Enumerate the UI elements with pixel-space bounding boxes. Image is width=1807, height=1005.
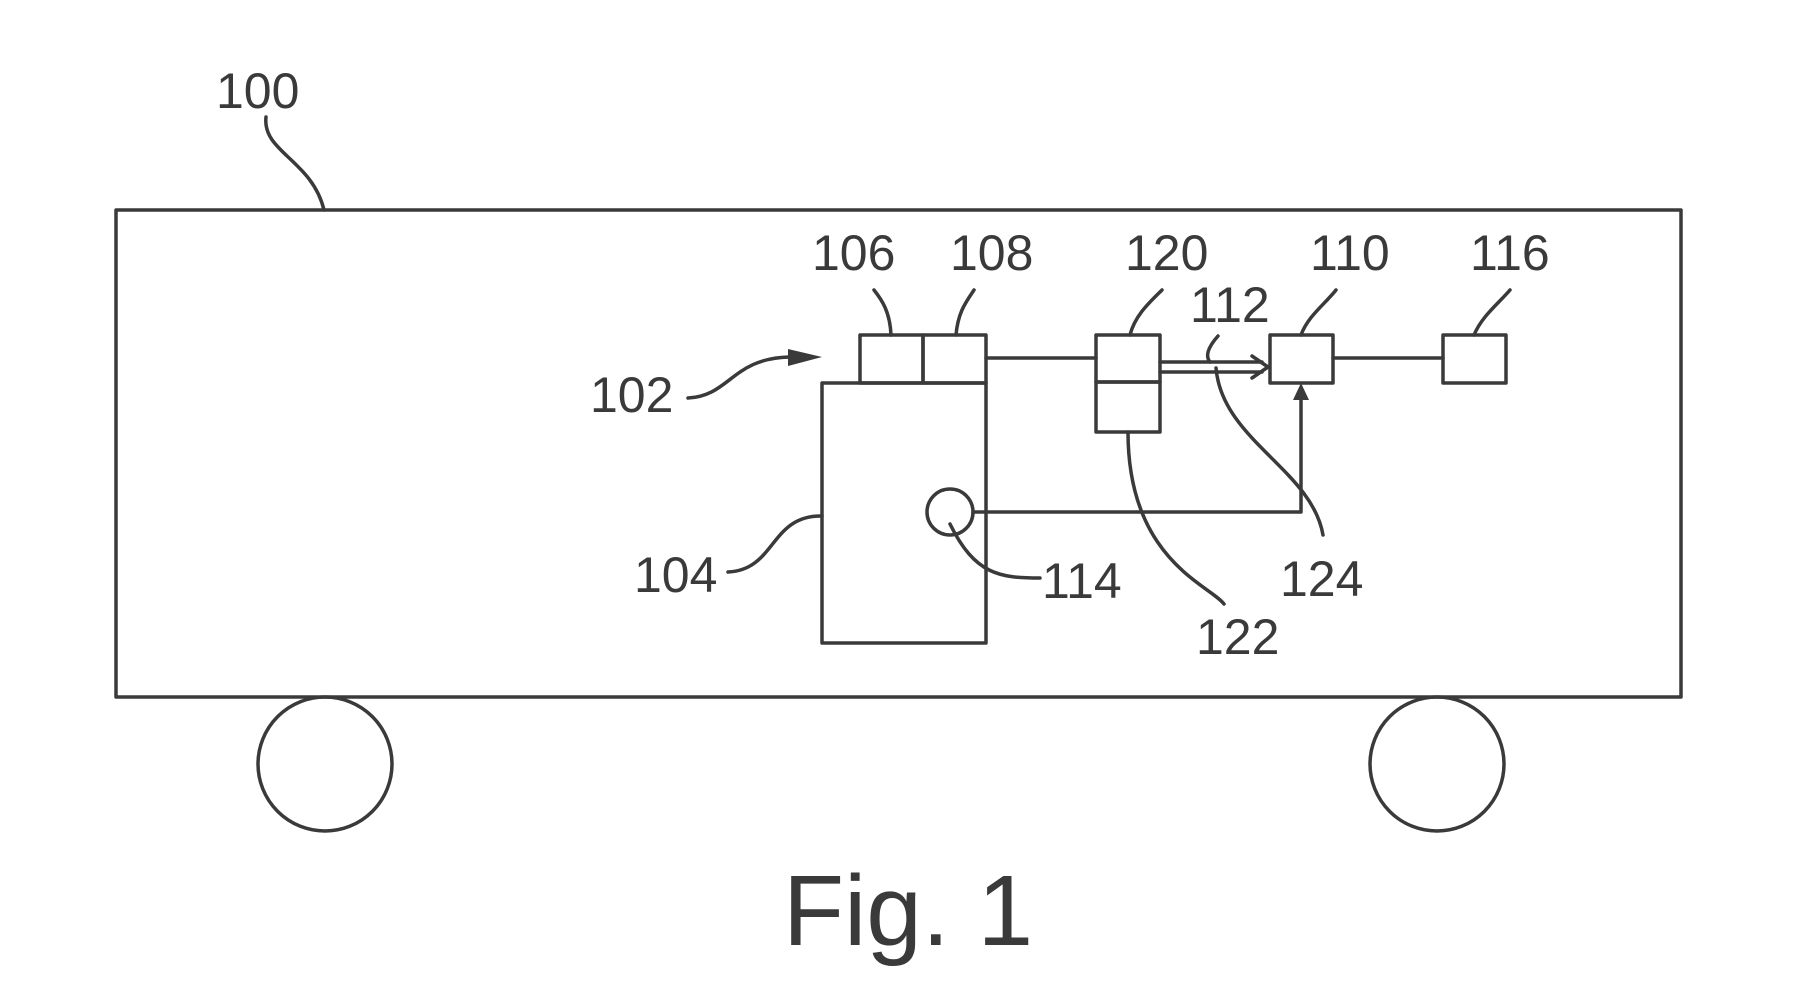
vehicle-body bbox=[114, 208, 1683, 699]
signal-112-arrowhead bbox=[1250, 354, 1270, 380]
label-116: 116 bbox=[1470, 225, 1550, 281]
label-108: 108 bbox=[950, 225, 1033, 281]
leader-120 bbox=[1128, 288, 1164, 337]
sensor-114 bbox=[925, 487, 975, 537]
label-114: 114 bbox=[1042, 553, 1122, 609]
leader-102 bbox=[686, 355, 792, 400]
leader-112 bbox=[1205, 334, 1220, 364]
label-112: 112 bbox=[1190, 277, 1270, 333]
leader-122 bbox=[1126, 430, 1226, 606]
label-100: 100 bbox=[216, 63, 299, 119]
leader-108 bbox=[954, 288, 976, 337]
arrowhead-102 bbox=[788, 349, 822, 366]
label-122: 122 bbox=[1196, 609, 1279, 665]
line-114-110 bbox=[971, 393, 1303, 514]
label-110: 110 bbox=[1310, 225, 1390, 281]
wheel-right bbox=[1368, 695, 1506, 833]
block-106 bbox=[858, 333, 925, 385]
arrowhead-114-110 bbox=[1293, 383, 1309, 400]
label-106: 106 bbox=[812, 225, 895, 281]
leader-100 bbox=[264, 115, 326, 212]
wheel-left bbox=[256, 695, 394, 833]
block-122 bbox=[1094, 380, 1162, 434]
leader-116 bbox=[1472, 288, 1512, 337]
block-116 bbox=[1441, 333, 1508, 385]
leader-124 bbox=[1214, 366, 1325, 537]
label-124: 124 bbox=[1280, 551, 1363, 607]
figure-caption: Fig. 1 bbox=[783, 855, 1033, 967]
block-110 bbox=[1268, 333, 1335, 385]
block-120 bbox=[1094, 333, 1162, 384]
leader-104 bbox=[726, 514, 824, 574]
label-104: 104 bbox=[634, 547, 717, 603]
leader-114 bbox=[948, 522, 1042, 580]
label-102: 102 bbox=[590, 367, 673, 423]
leader-110 bbox=[1299, 288, 1338, 337]
unit-104-box bbox=[820, 381, 988, 645]
label-120: 120 bbox=[1125, 225, 1208, 281]
leader-106 bbox=[872, 288, 893, 337]
block-108 bbox=[921, 333, 988, 385]
